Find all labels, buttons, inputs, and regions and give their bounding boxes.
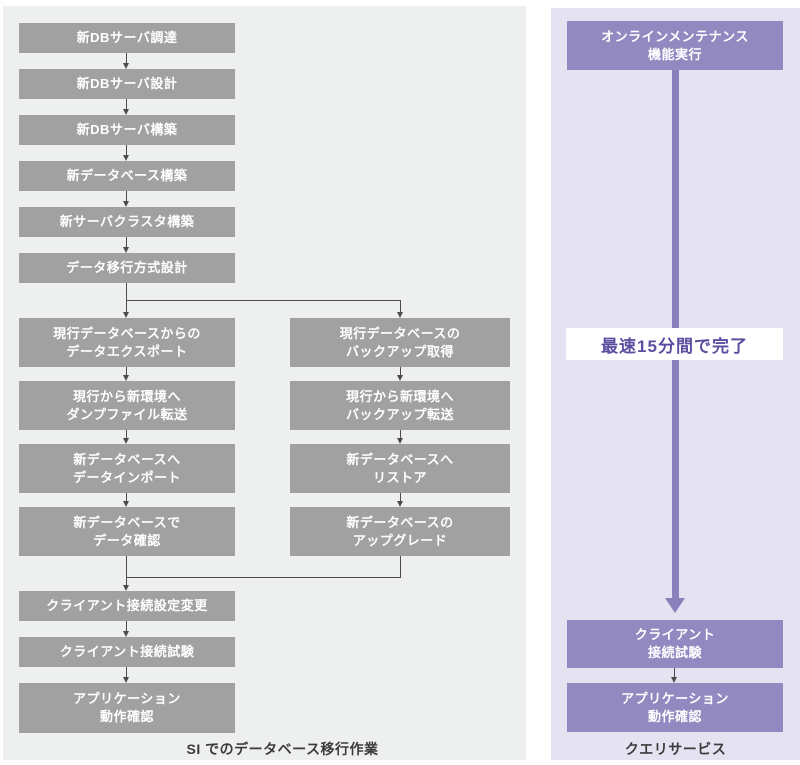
arrow-down-icon (123, 430, 129, 444)
flow-step-box: 新データベースで データ確認 (19, 507, 235, 556)
flow-step-box: クライアント 接続試験 (567, 620, 783, 668)
right-panel-caption: クエリサービス (624, 741, 727, 757)
branch-connector-left (123, 283, 129, 318)
duration-note: 最速15分間で完了 (566, 328, 783, 360)
long-arrow-down-head (665, 598, 685, 613)
flow-step-box: 新データベースへ データインポート (19, 444, 235, 493)
branch-connector-right (397, 300, 403, 318)
flow-step-box: 現行から新環境へ バックアップ転送 (290, 381, 510, 430)
arrow-down-icon (123, 493, 129, 507)
flow-step-box: 現行データベースの バックアップ取得 (290, 318, 510, 367)
merge-connector-line (126, 577, 401, 578)
arrow-down-icon (397, 430, 403, 444)
left-panel-caption: SI でのデータベース移行作業 (186, 741, 379, 757)
arrow-down-icon (397, 493, 403, 507)
flow-step-box: データ移行方式設計 (19, 253, 235, 283)
arrow-down-icon (123, 237, 129, 253)
arrow-down-icon (123, 367, 129, 381)
arrow-down-icon (123, 99, 129, 115)
flow-step-box: 新DBサーバ調達 (19, 23, 235, 53)
flow-step-box: アプリケーション 動作確認 (19, 683, 235, 733)
arrow-down-icon (123, 53, 129, 69)
flow-step-box: アプリケーション 動作確認 (567, 683, 783, 732)
arrow-down-icon (123, 145, 129, 161)
merge-connector-left (123, 556, 129, 591)
flow-step-box: 現行から新環境へ ダンプファイル転送 (19, 381, 235, 430)
flow-step-box: 新DBサーバ構築 (19, 115, 235, 145)
flow-step-box: 新DBサーバ設計 (19, 69, 235, 99)
flow-step-box: 新サーバクラスタ構築 (19, 207, 235, 237)
arrow-down-icon (123, 191, 129, 207)
flow-step-box: クライアント接続試験 (19, 637, 235, 667)
flow-step-box: 新データベース構築 (19, 161, 235, 191)
arrow-down-icon (123, 667, 129, 683)
flow-step-box: 新データベースの アップグレード (290, 507, 510, 556)
flow-step-box: 新データベースへ リストア (290, 444, 510, 493)
arrow-down-icon (397, 367, 403, 381)
arrow-down-icon (123, 621, 129, 637)
flow-step-box: クライアント接続設定変更 (19, 591, 235, 621)
arrow-down-icon (671, 668, 677, 683)
flow-step-box: オンラインメンテナンス 機能実行 (567, 21, 783, 70)
merge-connector-right (400, 556, 401, 577)
branch-connector-line (126, 300, 401, 301)
flow-step-box: 現行データベースからの データエクスポート (19, 318, 235, 367)
